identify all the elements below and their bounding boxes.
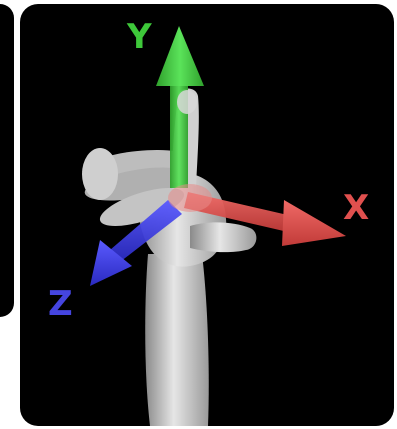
index-fingertip [177,90,197,114]
axes-origin [168,184,212,212]
image-panel: Y X Z [20,4,394,426]
y-axis-arrowhead [156,26,204,86]
finger-knuckle [82,148,118,200]
x-axis-arrowhead [282,200,346,246]
thumb [190,222,256,252]
hand-axes-illustration: Y X Z [20,4,394,426]
left-panel-edge [0,4,14,317]
y-axis-label: Y [126,17,152,57]
forearm [145,254,209,426]
x-axis-label: X [343,188,369,228]
z-axis-label: Z [48,284,73,324]
